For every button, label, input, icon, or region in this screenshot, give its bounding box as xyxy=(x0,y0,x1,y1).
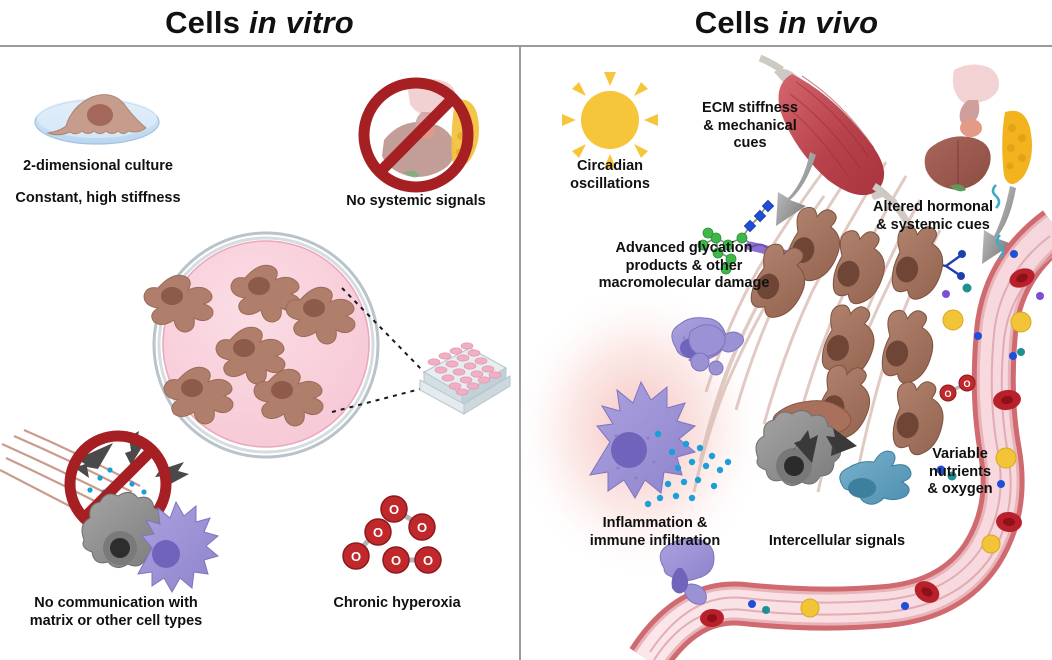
caption-inflammation: Inflammation & immune infiltration xyxy=(589,515,721,549)
single-cell-in-dish xyxy=(34,94,160,145)
ecm-arrow xyxy=(776,152,816,226)
svg-text:O: O xyxy=(389,502,399,517)
fibroblast xyxy=(881,309,934,384)
no-entry-sign xyxy=(64,430,172,538)
fibroblast xyxy=(821,304,875,379)
cell-debris-cluster xyxy=(688,324,726,376)
zoom-leader-lines xyxy=(331,287,425,413)
title-prefix: Cells xyxy=(694,5,779,40)
intercellular-signals-group xyxy=(755,400,912,505)
title-italic: in vitro xyxy=(248,5,354,40)
vessel-molecules xyxy=(748,250,1044,614)
panel-title-in-vivo: Cells in vivo xyxy=(521,5,1052,41)
macrophage xyxy=(671,317,744,362)
gray-senescent-cell xyxy=(81,492,167,568)
oxygen-molecules: O O O O O O xyxy=(342,495,442,574)
caption-2d-culture: 2-dimensional culture xyxy=(23,158,173,174)
blue-signaling-cell xyxy=(839,450,912,505)
immune-cells-group xyxy=(589,317,744,508)
multiwell-plate xyxy=(419,342,511,415)
ecm-fibers xyxy=(692,141,942,493)
gray-senescent-cell xyxy=(755,410,841,486)
no-communication-group xyxy=(64,430,220,594)
panel-title-in-vitro: Cells in vitro xyxy=(0,5,519,41)
svg-text:O: O xyxy=(423,553,433,568)
fibroblast xyxy=(891,225,944,300)
svg-text:O: O xyxy=(351,549,361,564)
receptor-complex xyxy=(903,250,966,280)
matrix-fibers xyxy=(0,428,191,573)
cultured-cell-group xyxy=(143,264,356,427)
caption-chronic-hyperoxia: Chronic hyperoxia xyxy=(333,595,461,611)
svg-text:O: O xyxy=(417,520,427,535)
no-systemic-signals-group xyxy=(358,77,479,193)
activated-immune-cell xyxy=(589,380,697,499)
caption-circadian: Circadian oscillations xyxy=(570,158,650,192)
hormonal-organs xyxy=(924,64,1032,192)
vertical-divider xyxy=(519,46,521,660)
caption-altered-hormonal: Altered hormonal & systemic cues xyxy=(872,199,994,233)
signal-dots xyxy=(87,465,147,519)
no-entry-sign xyxy=(358,77,474,193)
bidirectional-arrows xyxy=(792,428,857,464)
fibroblast xyxy=(786,206,841,282)
caption-advanced-glycation: Advanced glycation products & other macr… xyxy=(598,240,770,291)
svg-text:O: O xyxy=(963,379,970,389)
bidirectional-arrows xyxy=(75,431,189,536)
title-prefix: Cells xyxy=(165,5,249,40)
caption-no-communication: No communication with matrix or other ce… xyxy=(29,595,203,629)
caption-intercellular-signals: Intercellular signals xyxy=(768,533,906,549)
horizontal-divider xyxy=(0,45,1052,47)
brown-spread-cell xyxy=(772,400,852,437)
purple-immune-cell xyxy=(137,500,220,594)
svg-text:O: O xyxy=(944,389,951,399)
caption-ecm-stiffness: ECM stiffness & mechanical cues xyxy=(702,100,798,151)
caption-variable-nutrients: Variable nutrients & oxygen xyxy=(927,446,993,497)
caption-stiffness: Constant, high stiffness xyxy=(15,190,181,206)
title-italic: in vivo xyxy=(778,5,879,40)
svg-text:O: O xyxy=(391,553,401,568)
sun-icon xyxy=(562,72,658,168)
culture-dish xyxy=(143,231,380,459)
fibroblast xyxy=(832,230,885,305)
cytokine-dots xyxy=(644,430,732,508)
fibroblast xyxy=(816,364,871,440)
svg-text:O: O xyxy=(373,525,383,540)
caption-no-systemic-signals: No systemic signals xyxy=(346,193,486,209)
